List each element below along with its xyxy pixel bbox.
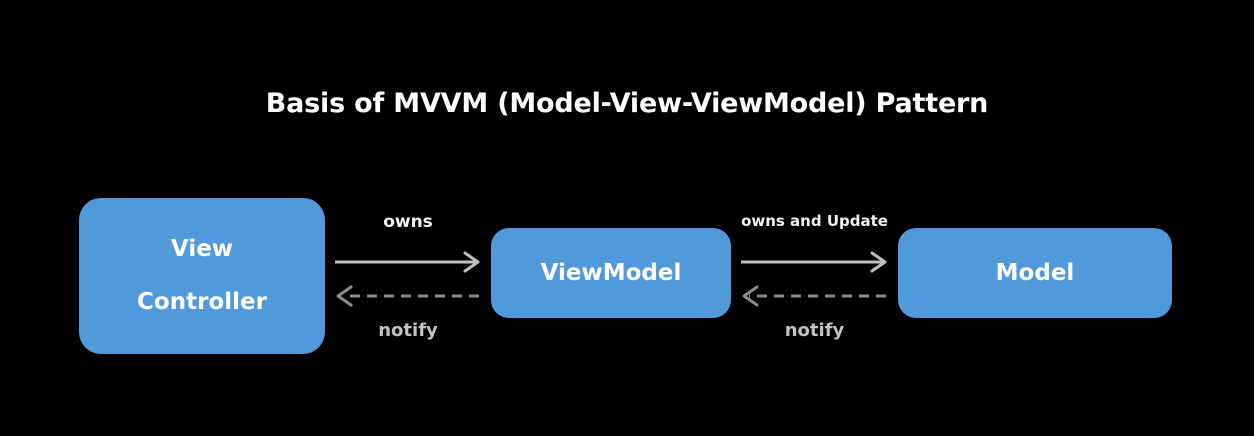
node-model[interactable]: Model <box>898 228 1172 318</box>
edge-label-notify: notify <box>378 320 438 341</box>
edge-group-viewmodel-to-model: owns and Update notify <box>731 198 898 354</box>
diagram-title: Basis of MVVM (Model-View-ViewModel) Pat… <box>265 88 989 119</box>
node-view-controller-label-line1: View <box>170 236 234 262</box>
node-viewmodel-label: ViewModel <box>540 259 682 286</box>
node-model-label: Model <box>995 259 1075 286</box>
arrow-notify-left-icon <box>336 285 479 307</box>
node-view-controller-label-line2: Controller <box>137 289 267 315</box>
edge-group-view-to-viewmodel: owns notify <box>325 198 491 354</box>
edge-label-owns: owns <box>383 212 433 232</box>
arrow-owns-and-update-right-icon <box>741 251 887 273</box>
edge-label-owns-and-update: owns and Update <box>741 212 888 230</box>
node-viewmodel[interactable]: ViewModel <box>491 228 731 318</box>
arrow-owns-right-icon <box>335 251 480 273</box>
arrow-notify-left-icon-2 <box>742 285 886 307</box>
node-view-controller[interactable]: View Controller <box>79 198 325 354</box>
edge-label-notify-2: notify <box>784 320 845 341</box>
